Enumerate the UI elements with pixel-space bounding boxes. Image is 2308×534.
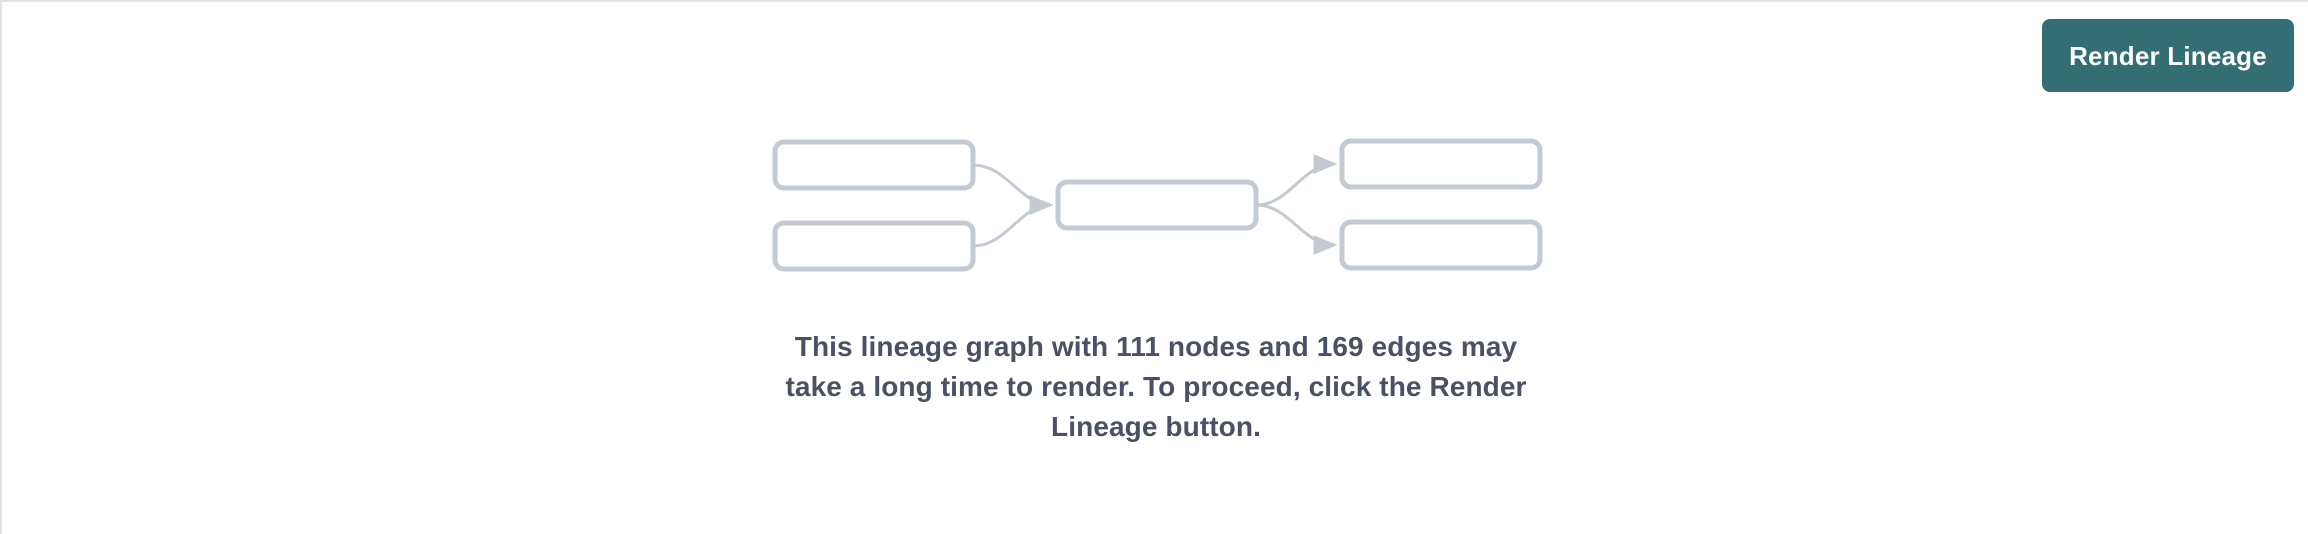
graph-edge-center-to-right-top bbox=[1255, 154, 1338, 207]
lineage-warning-message: This lineage graph with 111 nodes and 16… bbox=[2, 327, 2308, 446]
graph-edge-center-to-right-bottom bbox=[1255, 203, 1338, 255]
graph-edge-left-top-to-center bbox=[972, 163, 1054, 215]
graph-node-center bbox=[1055, 179, 1259, 231]
graph-node-right-top bbox=[1339, 138, 1543, 190]
lineage-warning-text: This lineage graph with 111 nodes and 16… bbox=[785, 331, 1527, 442]
placeholder-lineage-graph bbox=[2, 132, 2308, 282]
graph-node-left-bottom bbox=[772, 220, 976, 272]
graph-edge-left-bottom-to-center bbox=[972, 195, 1054, 248]
render-lineage-button[interactable]: Render Lineage bbox=[2042, 19, 2294, 92]
graph-node-right-bottom bbox=[1339, 219, 1543, 271]
graph-node-left-top bbox=[772, 139, 976, 191]
